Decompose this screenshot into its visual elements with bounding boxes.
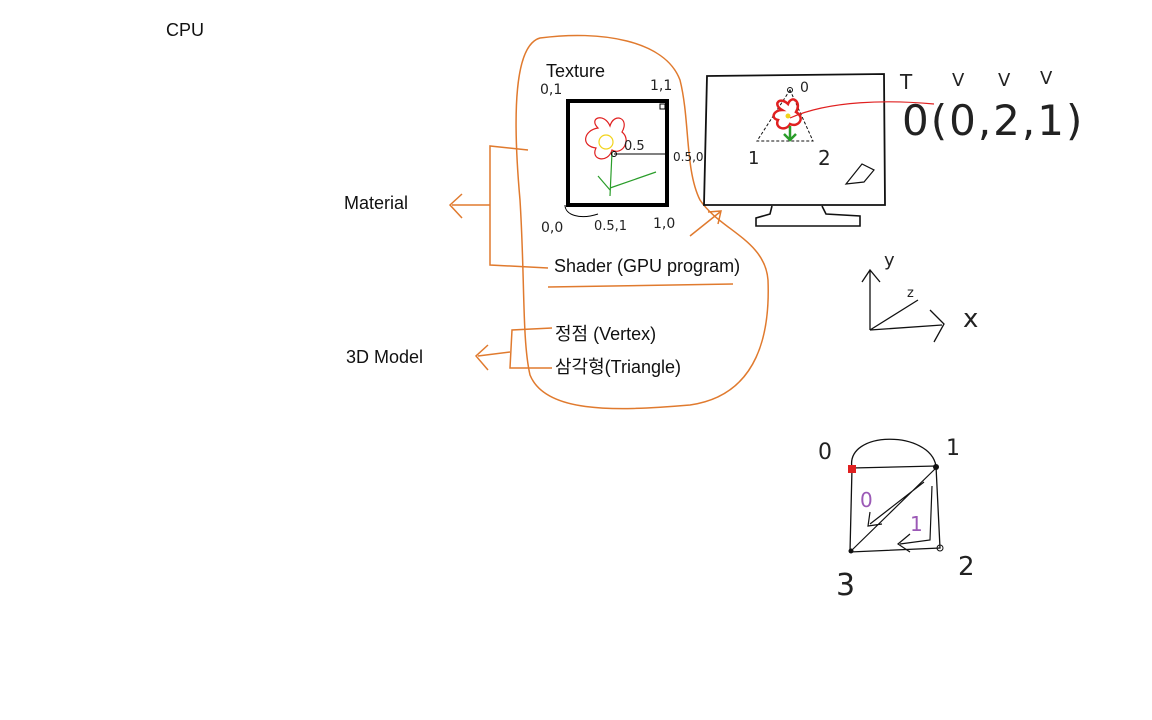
monitor-frame <box>703 73 886 206</box>
quad-v3-label: 3 <box>836 568 856 603</box>
quad-vertex-0 <box>848 465 856 473</box>
texture-bottom-curve <box>564 204 599 218</box>
uv-bottom-mid: 0.5,1 <box>594 219 628 234</box>
texture-flower-petals <box>585 117 627 160</box>
uv-bottom-right: 1,0 <box>653 216 676 232</box>
monitor-vertex-left-label: 1 <box>748 148 760 169</box>
tvvv-header-t: T <box>900 70 913 94</box>
monitor-triangle-vertex-top <box>787 87 793 93</box>
shader-underline <box>547 283 734 288</box>
monitor-flower <box>772 98 802 130</box>
monitor-flower-stem <box>783 126 797 142</box>
texture-label: Texture <box>546 61 606 81</box>
quad-v1-label: 1 <box>946 436 960 461</box>
quad-vertex-1 <box>933 464 939 470</box>
model-label: 3D Model <box>346 347 424 367</box>
triangle-label: 삼각형(Triangle) <box>555 357 682 377</box>
tvvv-header-v2: V <box>998 70 1011 91</box>
material-arrow <box>448 193 490 219</box>
texture-flower-stem <box>597 151 657 197</box>
material-label: Material <box>344 193 409 213</box>
vertex-label: 정점 (Vertex) <box>555 324 657 344</box>
cpu-label: CPU <box>166 20 205 40</box>
quad-vertex-3 <box>848 548 854 554</box>
uv-right-mid: 0.5,0 <box>673 150 704 164</box>
axes-lines <box>861 268 945 343</box>
monitor-vertex-right-label: 2 <box>818 146 831 170</box>
red-pointer-line <box>789 101 935 119</box>
uv-bottom-left: 0,0 <box>541 220 564 236</box>
model-bracket <box>509 327 553 369</box>
material-bracket <box>489 145 549 269</box>
quad-v2-label: 2 <box>958 552 975 582</box>
tvvv-header-v3: V <box>1040 68 1053 89</box>
quad-vertex-2 <box>936 544 944 552</box>
texture-flower-center <box>598 134 614 150</box>
tvvv-row: 0(0,2,1) <box>902 96 1085 145</box>
monitor-stand <box>755 205 861 227</box>
model-arrow <box>474 344 511 371</box>
orange-blob-outline <box>515 34 769 410</box>
axis-y-label: y <box>884 250 895 271</box>
texture-center-dot <box>611 151 617 157</box>
uv-top-left: 0,1 <box>540 82 563 98</box>
texture-corner-tr <box>659 103 666 110</box>
axis-z-label: z <box>907 286 914 301</box>
monitor-flower-center <box>785 113 791 119</box>
quad-tri1-label: 1 <box>910 512 923 536</box>
quad-outline <box>849 438 941 553</box>
quad-diagonal <box>851 467 937 551</box>
tvvv-header-v1: V <box>952 70 965 91</box>
quad-inner-arrow <box>896 485 933 553</box>
monitor-vertex-top-label: 0 <box>800 80 809 96</box>
monitor-glare <box>844 163 875 185</box>
axis-x-label: x <box>963 304 979 334</box>
quad-tri0-label: 0 <box>860 488 873 512</box>
shader-label: Shader (GPU program) <box>554 256 741 276</box>
quad-v0-label: 0 <box>818 440 832 465</box>
uv-center: 0.5 <box>624 139 645 154</box>
texture-box <box>566 99 669 207</box>
uv-top-right: 1,1 <box>650 78 673 94</box>
texture-to-monitor-arrow <box>689 210 722 237</box>
